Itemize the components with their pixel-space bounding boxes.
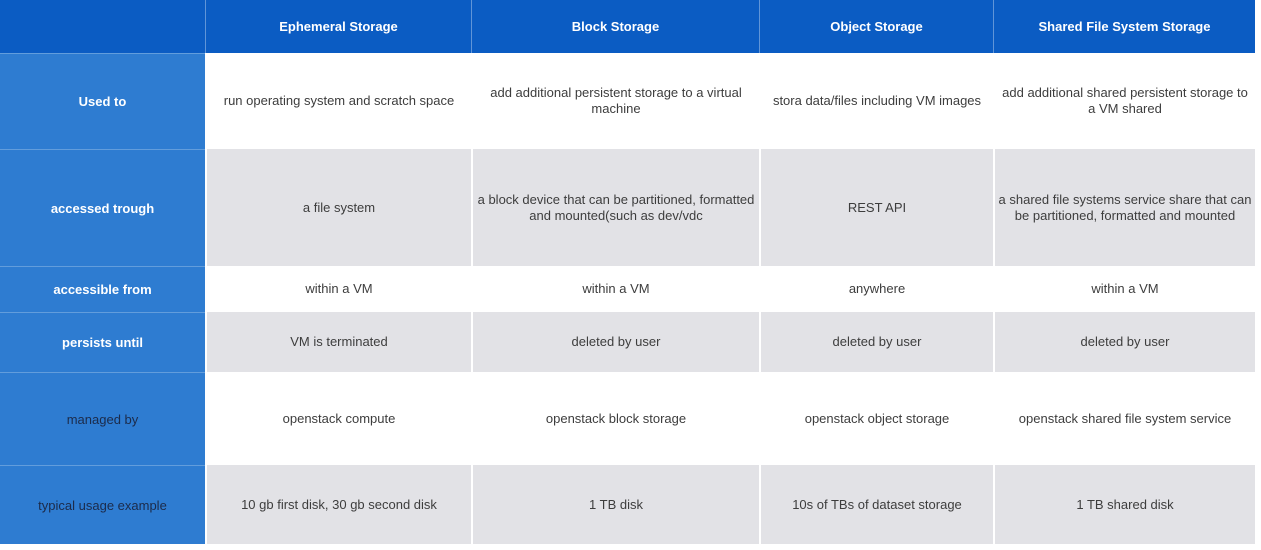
table-cell: REST API <box>759 149 993 266</box>
table-cell: openstack object storage <box>759 372 993 465</box>
table-corner-cell <box>0 0 205 53</box>
table-cell: deleted by user <box>759 312 993 372</box>
column-header-object-storage: Object Storage <box>759 0 993 53</box>
row-label-persists-until: persists until <box>0 312 205 372</box>
table-cell: 10 gb first disk, 30 gb second disk <box>205 465 471 544</box>
row-label-typical-usage-example: typical usage example <box>0 465 205 544</box>
table-cell: run operating system and scratch space <box>205 53 471 149</box>
table-cell: within a VM <box>993 266 1255 312</box>
table-cell: a shared file systems service share that… <box>993 149 1255 266</box>
table-cell: deleted by user <box>471 312 759 372</box>
table-cell: 1 TB shared disk <box>993 465 1255 544</box>
row-label-used-to: Used to <box>0 53 205 149</box>
column-header-ephemeral-storage: Ephemeral Storage <box>205 0 471 53</box>
table-cell: openstack shared file system service <box>993 372 1255 465</box>
table-cell: 10s of TBs of dataset storage <box>759 465 993 544</box>
column-header-shared-file-system-storage: Shared File System Storage <box>993 0 1255 53</box>
row-label-accessible-from: accessible from <box>0 266 205 312</box>
table-cell: add additional persistent storage to a v… <box>471 53 759 149</box>
table-cell: add additional shared persistent storage… <box>993 53 1255 149</box>
column-header-block-storage: Block Storage <box>471 0 759 53</box>
table-cell: stora data/files including VM images <box>759 53 993 149</box>
table-cell: within a VM <box>205 266 471 312</box>
table-cell: anywhere <box>759 266 993 312</box>
row-label-managed-by: managed by <box>0 372 205 465</box>
table-cell: a block device that can be partitioned, … <box>471 149 759 266</box>
row-label-accessed-trough: accessed trough <box>0 149 205 266</box>
table-cell: openstack block storage <box>471 372 759 465</box>
table-cell: deleted by user <box>993 312 1255 372</box>
table-cell: VM is terminated <box>205 312 471 372</box>
table-cell: within a VM <box>471 266 759 312</box>
table-cell: 1 TB disk <box>471 465 759 544</box>
table-cell: openstack compute <box>205 372 471 465</box>
table-cell: a file system <box>205 149 471 266</box>
